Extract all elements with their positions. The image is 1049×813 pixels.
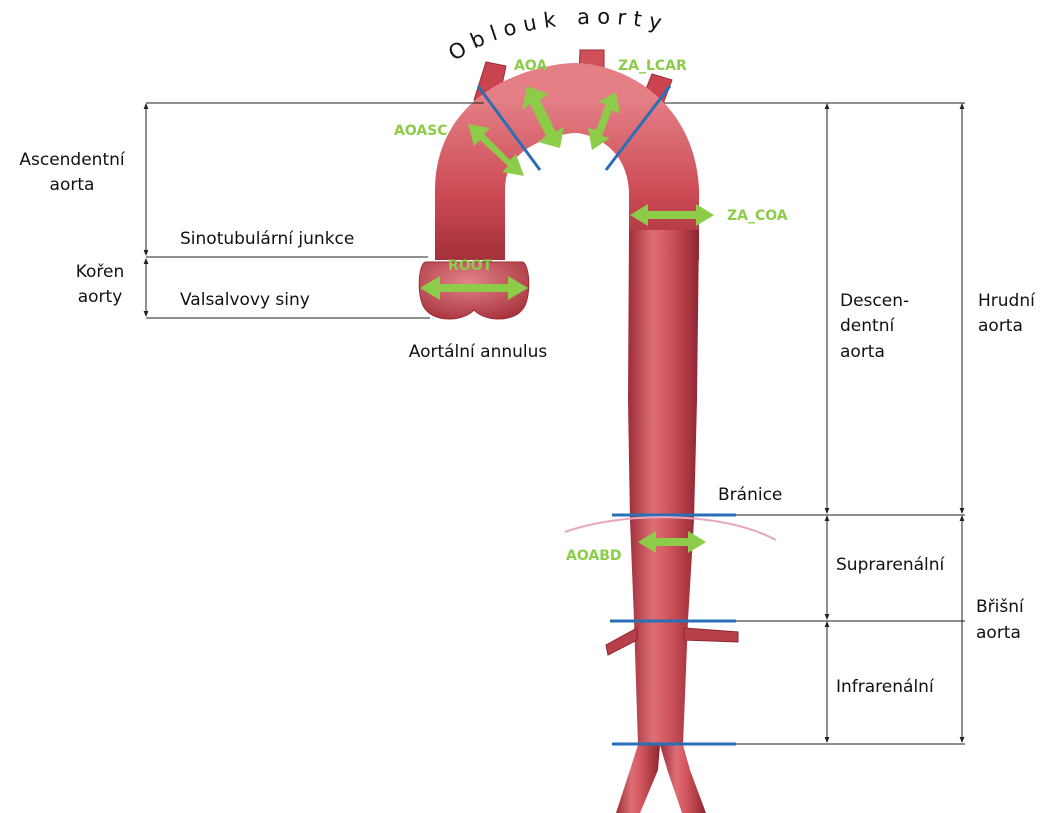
ascending-label-line1: Ascendentní	[19, 150, 126, 170]
left-renal-artery	[606, 628, 637, 655]
aorta-shape	[419, 50, 738, 813]
abdominal-label-line1: Břišní	[976, 597, 1025, 617]
right-renal-artery	[684, 628, 738, 642]
root-label-line2: aorty	[78, 287, 123, 307]
descending-label-line3: aorta	[840, 342, 885, 362]
descending-label-line1: Descen-	[840, 291, 909, 311]
ascending-label-line2: aorta	[50, 175, 95, 195]
descending-aorta	[628, 230, 699, 745]
sinotubular-label: Sinotubulární junkce	[180, 229, 354, 249]
valsalva-label: Valsalvovy siny	[180, 290, 310, 310]
left-iliac-artery	[616, 745, 660, 813]
aoabd-label: AOABD	[566, 548, 622, 564]
za-coa-label: ZA_COA	[727, 208, 788, 224]
arch-title: Oblouk aorty	[444, 5, 671, 66]
root-label-line1: Kořen	[76, 262, 125, 282]
za-lcar-label: ZA_LCAR	[618, 58, 687, 74]
abdominal-label-line2: aorta	[976, 623, 1021, 643]
root-measure-label: ROOT	[448, 258, 493, 274]
annulus-label: Aortální annulus	[409, 342, 548, 362]
right-iliac-artery	[660, 745, 706, 813]
descending-label-line2: dentní	[840, 316, 895, 336]
infrarenal-label: Infrarenální	[836, 677, 935, 697]
diaphragm-label: Bránice	[718, 485, 782, 505]
aoa-label: AOA	[514, 58, 547, 74]
suprarenal-label: Suprarenální	[836, 555, 946, 575]
aoasc-label: AOASC	[394, 123, 448, 139]
thoracic-label-line1: Hrudní	[978, 291, 1036, 311]
thoracic-label-line2: aorta	[978, 316, 1023, 336]
right-dimension-lines	[664, 103, 965, 744]
